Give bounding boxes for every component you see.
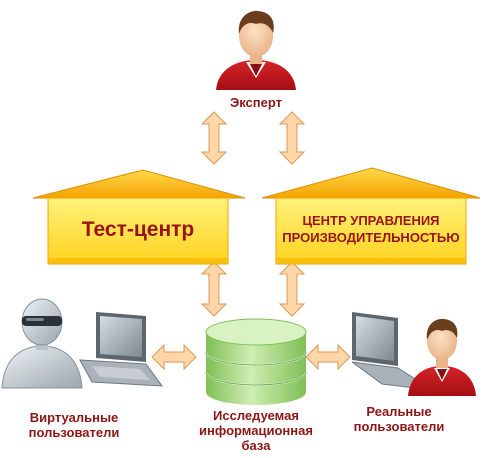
- arrow-perfcenter-database: [278, 261, 306, 317]
- database-label-line: база: [241, 438, 271, 453]
- virtual-users-label: Виртуальные пользователи: [14, 410, 134, 440]
- arrow-virtual-database: [151, 343, 197, 371]
- database-label: Исследуемая информационная база: [186, 408, 326, 453]
- expert-label: Эксперт: [229, 95, 283, 110]
- test-center-title: Тест-центр: [81, 218, 195, 241]
- perf-center-title-line: ПРОИЗВОДИТЕЛЬНОСТЬЮ: [282, 230, 460, 245]
- virtual-users-label-line: Виртуальные: [29, 410, 119, 425]
- perf-center-title-line: ЦЕНТР УПРАВЛЕНИЯ: [302, 213, 440, 228]
- laptop-icon: [79, 312, 164, 387]
- real-users-label: Реальные пользователи: [344, 404, 454, 434]
- perf-center-house: [261, 167, 481, 265]
- arrow-database-real: [305, 343, 351, 371]
- database-label-line: информационная: [199, 423, 313, 438]
- expert-person-icon: [216, 10, 296, 90]
- virtual-user-robot-icon: [1, 298, 83, 389]
- database-label-line: Исследуемая: [213, 408, 299, 423]
- virtual-users-label-line: пользователи: [28, 425, 120, 440]
- database-cylinder-icon: [205, 318, 307, 405]
- real-users-label-line: пользователи: [353, 419, 445, 434]
- real-users-label-line: Реальные: [366, 404, 432, 419]
- test-center-house: [32, 169, 246, 265]
- arrow-expert-testcenter: [200, 111, 228, 165]
- perf-center-title: ЦЕНТР УПРАВЛЕНИЯ ПРОИЗВОДИТЕЛЬНОСТЬЮ: [276, 212, 466, 246]
- arrow-expert-perfcenter: [278, 111, 306, 165]
- arrow-testcenter-database: [200, 261, 228, 317]
- real-user-person-icon: [408, 318, 476, 396]
